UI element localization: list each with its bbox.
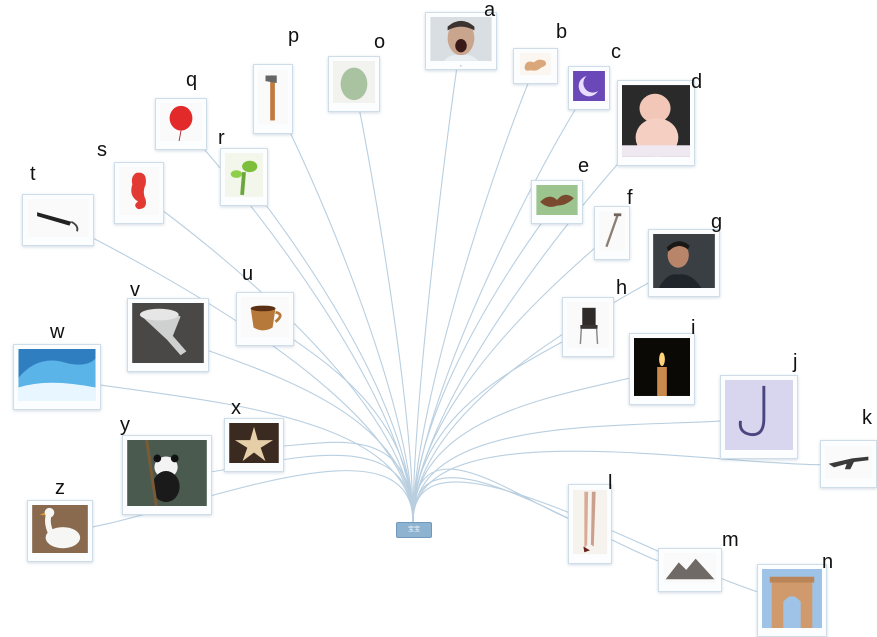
connector-line	[413, 478, 690, 570]
letter-p: p	[288, 26, 299, 46]
connector-line	[60, 471, 413, 531]
letter-s: s	[97, 140, 107, 160]
letter-x: x	[231, 398, 241, 418]
connector-line	[413, 369, 662, 522]
candle-icon	[634, 338, 690, 396]
node-t[interactable]	[22, 194, 94, 246]
letter-e: e	[578, 156, 589, 176]
letter-d: d	[691, 72, 702, 92]
letter-z: z	[55, 478, 65, 498]
eagle-icon	[536, 185, 578, 215]
letter-w: w	[50, 322, 64, 342]
starfish-icon	[229, 423, 279, 463]
umbrella-icon	[27, 199, 89, 237]
seahorse-icon	[119, 167, 159, 215]
node-b[interactable]	[513, 48, 558, 84]
letter-j: j	[793, 352, 797, 372]
hub-node[interactable]: 宝宝	[396, 522, 432, 538]
goose-icon	[32, 505, 88, 553]
letter-k: k	[862, 408, 872, 428]
letter-c: c	[611, 42, 621, 62]
letter-l: l	[608, 473, 612, 493]
hook-icon	[725, 380, 793, 450]
letter-m: m	[722, 530, 739, 550]
node-c[interactable]	[568, 66, 610, 110]
legs-icon	[573, 489, 607, 555]
letter-g: g	[711, 212, 722, 232]
node-y[interactable]	[122, 435, 212, 515]
chair-icon	[567, 302, 609, 348]
node-g[interactable]	[648, 229, 720, 297]
cup-icon	[241, 297, 289, 337]
connector-line	[354, 84, 413, 522]
node-w[interactable]	[13, 344, 101, 410]
connector-line	[413, 202, 557, 522]
letter-a: a	[484, 0, 495, 20]
node-m[interactable]	[658, 548, 722, 592]
node-q[interactable]	[155, 98, 207, 150]
rifle-icon	[825, 445, 872, 479]
letter-o: o	[374, 32, 385, 52]
sprout-icon	[225, 153, 263, 197]
balloon-icon	[160, 103, 202, 141]
man-portrait-icon	[653, 234, 715, 288]
mountain-icon	[663, 553, 717, 583]
letter-t: t	[30, 164, 36, 184]
panda-icon	[127, 440, 207, 506]
letter-v: v	[130, 280, 140, 300]
funnel-icon	[132, 303, 204, 363]
node-d[interactable]	[617, 80, 695, 166]
baby-icon	[622, 85, 690, 157]
letter-r: r	[218, 128, 225, 148]
peanut-icon	[518, 53, 553, 75]
caption: ▪	[426, 63, 496, 68]
nail-icon	[599, 211, 625, 251]
letter-h: h	[616, 278, 627, 298]
node-k[interactable]	[820, 440, 877, 488]
node-n[interactable]	[757, 564, 827, 637]
letter-n: n	[822, 552, 833, 572]
node-u[interactable]	[236, 292, 294, 346]
node-f[interactable]	[594, 206, 630, 260]
node-i[interactable]	[629, 333, 695, 405]
node-r[interactable]	[220, 148, 268, 206]
letter-f: f	[627, 188, 633, 208]
node-l[interactable]	[568, 484, 612, 564]
letter-q: q	[186, 70, 197, 90]
node-j[interactable]	[720, 375, 798, 459]
letter-y: y	[120, 415, 130, 435]
node-z[interactable]	[27, 500, 93, 562]
screaming-man-icon	[430, 17, 492, 61]
gate-icon	[762, 569, 822, 628]
axe-icon	[258, 69, 288, 125]
egg-icon	[333, 61, 375, 103]
connector-line	[413, 451, 849, 522]
letter-u: u	[242, 264, 253, 284]
node-v[interactable]	[127, 298, 209, 372]
node-h[interactable]	[562, 297, 614, 357]
node-x[interactable]	[224, 418, 284, 472]
node-p[interactable]	[253, 64, 293, 134]
letter-b: b	[556, 22, 567, 42]
node-o[interactable]	[328, 56, 380, 112]
connector-line	[58, 220, 413, 522]
moon-icon	[573, 71, 605, 101]
wave-icon	[18, 349, 96, 401]
node-s[interactable]	[114, 162, 164, 224]
node-e[interactable]	[531, 180, 583, 224]
letter-i: i	[691, 318, 695, 338]
